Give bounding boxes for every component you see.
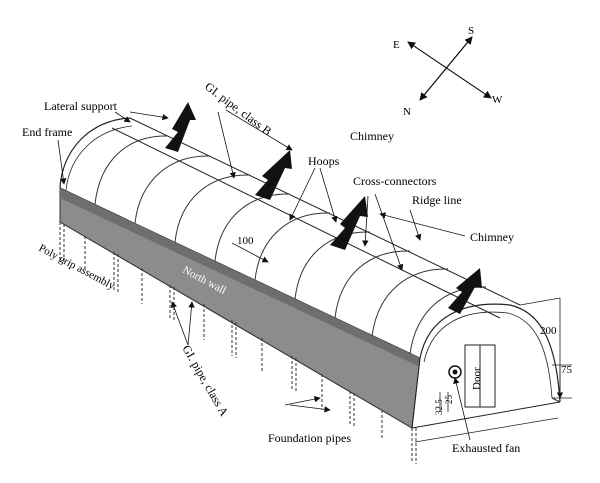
label-chimney-right: Chimney: [470, 230, 514, 244]
label-ridge-line: Ridge line: [412, 193, 462, 207]
compass-n: N: [403, 106, 411, 118]
label-chimney-top: Chimney: [350, 129, 394, 143]
compass-w: W: [492, 94, 503, 106]
label-cross-connectors: Cross-connectors: [353, 174, 437, 188]
chimney-arrows: [165, 102, 482, 314]
compass: [407, 36, 492, 101]
dim-100: 100: [237, 235, 254, 247]
dim-75: 75: [561, 364, 573, 376]
leader-lines: [57, 109, 471, 441]
label-gi-pipe-b: GI. pipe, class B: [202, 79, 274, 138]
foundation-pipes: [59, 222, 417, 464]
dim-25: 25: [444, 395, 454, 405]
north-wall-band: [60, 188, 420, 366]
label-hoops: Hoops: [308, 154, 340, 168]
dimension-lines: [231, 242, 572, 443]
dim-32-5: 32.5: [434, 399, 444, 415]
label-exhausted-fan: Exhausted fan: [452, 441, 520, 455]
compass-s: S: [468, 25, 474, 37]
dim-200: 200: [540, 325, 557, 337]
label-lateral-support: Lateral support: [44, 99, 118, 113]
door: [464, 344, 496, 408]
hoops: [94, 135, 487, 355]
label-gi-pipe-a: GI. pipe, class A: [179, 343, 231, 419]
label-foundation-pipes: Foundation pipes: [268, 431, 351, 445]
label-poly-grip: Poly grip assembly: [37, 242, 118, 292]
right-end-frame: [419, 303, 561, 403]
label-door: Door: [471, 367, 483, 390]
compass-e: E: [393, 39, 400, 51]
end-frame: [59, 117, 131, 189]
label-end-frame: End frame: [22, 125, 72, 139]
